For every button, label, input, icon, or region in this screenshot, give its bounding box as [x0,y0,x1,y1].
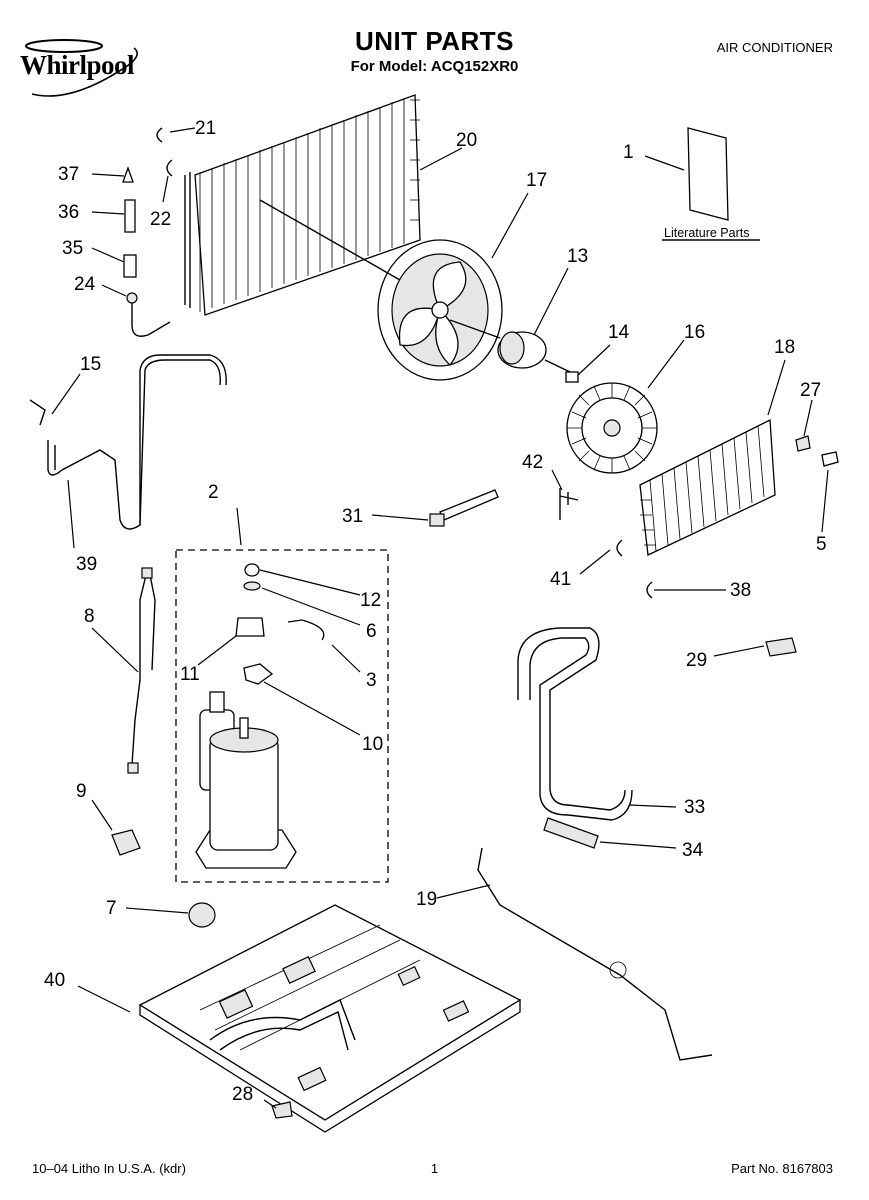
callout-1: 1 [623,142,634,163]
screw-and-clip-hardware [122,127,839,467]
callout-2: 2 [208,482,219,503]
callout-27: 27 [800,380,821,401]
callout-16: 16 [684,322,705,343]
evaporator-coil-part [639,418,776,556]
screw-part [271,1101,293,1119]
callout-18: 18 [774,337,795,358]
callout-20: 20 [456,130,477,151]
grommet-part [188,902,216,928]
callout-22: 22 [150,209,171,230]
callout-21: 21 [195,118,216,139]
callout-12: 12 [360,590,381,611]
callout-28: 28 [232,1084,253,1105]
mounting-bracket-part [765,637,797,657]
callout-11: 11 [180,664,200,685]
page-number: 1 [430,1161,439,1176]
callout-7: 7 [106,898,117,919]
callout-19: 19 [416,889,437,910]
part-number: Part No. 8167803 [731,1161,833,1176]
callout-14: 14 [608,322,630,343]
tie-strap-part [429,489,499,527]
blower-wheel-part [566,382,658,474]
callout-5: 5 [816,534,827,555]
callout-29: 29 [686,650,707,671]
wire-harness-part [127,567,156,774]
callout-15: 15 [80,354,101,375]
suction-tube-part [517,627,633,849]
refrigerant-tubing-part [29,354,227,530]
callout-35: 35 [62,238,83,259]
callout-24: 24 [74,274,96,295]
callout-41: 41 [550,569,571,590]
clip-hardware [559,488,653,599]
base-pan-part [138,904,522,1133]
condenser-fan-blade-part [259,199,503,381]
model-line: For Model: ACQ152XR0 [350,58,519,75]
page-title: UNIT PARTS [354,26,515,56]
callout-39: 39 [76,554,97,575]
callout-10: 10 [362,734,383,755]
callout-13: 13 [567,246,588,267]
bracket-part [111,829,141,856]
whirlpool-logo-swirl-icon [25,39,138,97]
callout-37: 37 [58,164,79,185]
callout-leader-lines [51,127,829,1109]
callout-8: 8 [84,606,95,627]
callout-38: 38 [730,580,751,601]
fan-motor-part [449,319,579,383]
callout-42: 42 [522,452,543,473]
literature-parts-label: Literature Parts [664,226,749,240]
callout-9: 9 [76,781,87,802]
callout-33: 33 [684,797,705,818]
callout-36: 36 [58,202,79,223]
literature-booklet-part [662,127,760,241]
condenser-coil-part [184,94,421,316]
callout-40: 40 [44,970,65,991]
callout-34: 34 [682,840,704,861]
support-rod-part [477,847,713,1061]
callout-31: 31 [342,506,363,527]
callout-17: 17 [526,170,547,191]
callout-6: 6 [366,621,377,642]
print-info: 10–04 Litho In U.S.A. (kdr) [32,1161,186,1176]
product-category: AIR CONDITIONER [716,40,833,55]
compressor-part [195,563,325,869]
brand-logo: Whirlpool [20,50,135,80]
rod-loop-icon [609,961,627,979]
compressor-assembly-box [175,549,389,883]
callout-3: 3 [366,670,377,691]
